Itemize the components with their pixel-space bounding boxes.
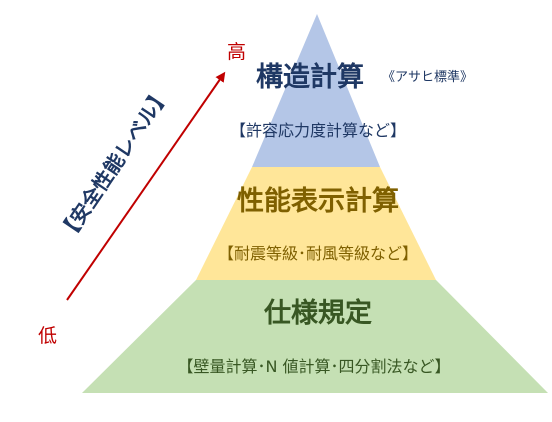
- top-tier-title: 構造計算: [256, 61, 364, 93]
- bottom-tier-title: 仕様規定: [263, 297, 372, 329]
- middle-tier-title: 性能表示計算: [237, 185, 399, 217]
- top-tier-subtitle: 【許容応力度計算など】: [230, 121, 406, 140]
- bottom-tier-subtitle: 【壁量計算･N 値計算･四分割法など】: [177, 357, 450, 376]
- pyramid-tier-top: [252, 14, 380, 167]
- axis-low-label: 低: [38, 325, 57, 347]
- pyramid-tier-middle: [196, 167, 436, 280]
- axis-high-label: 高: [227, 41, 246, 63]
- pyramid-tier-bottom: [82, 280, 548, 393]
- safety-level-axis-label: 【安全性能レベル】: [54, 83, 175, 246]
- safety-level-arrow: [66, 71, 226, 301]
- top-tier-note: 《アサヒ標準》: [382, 69, 473, 85]
- middle-tier-subtitle: 【耐震等級･耐風等級など】: [218, 244, 418, 263]
